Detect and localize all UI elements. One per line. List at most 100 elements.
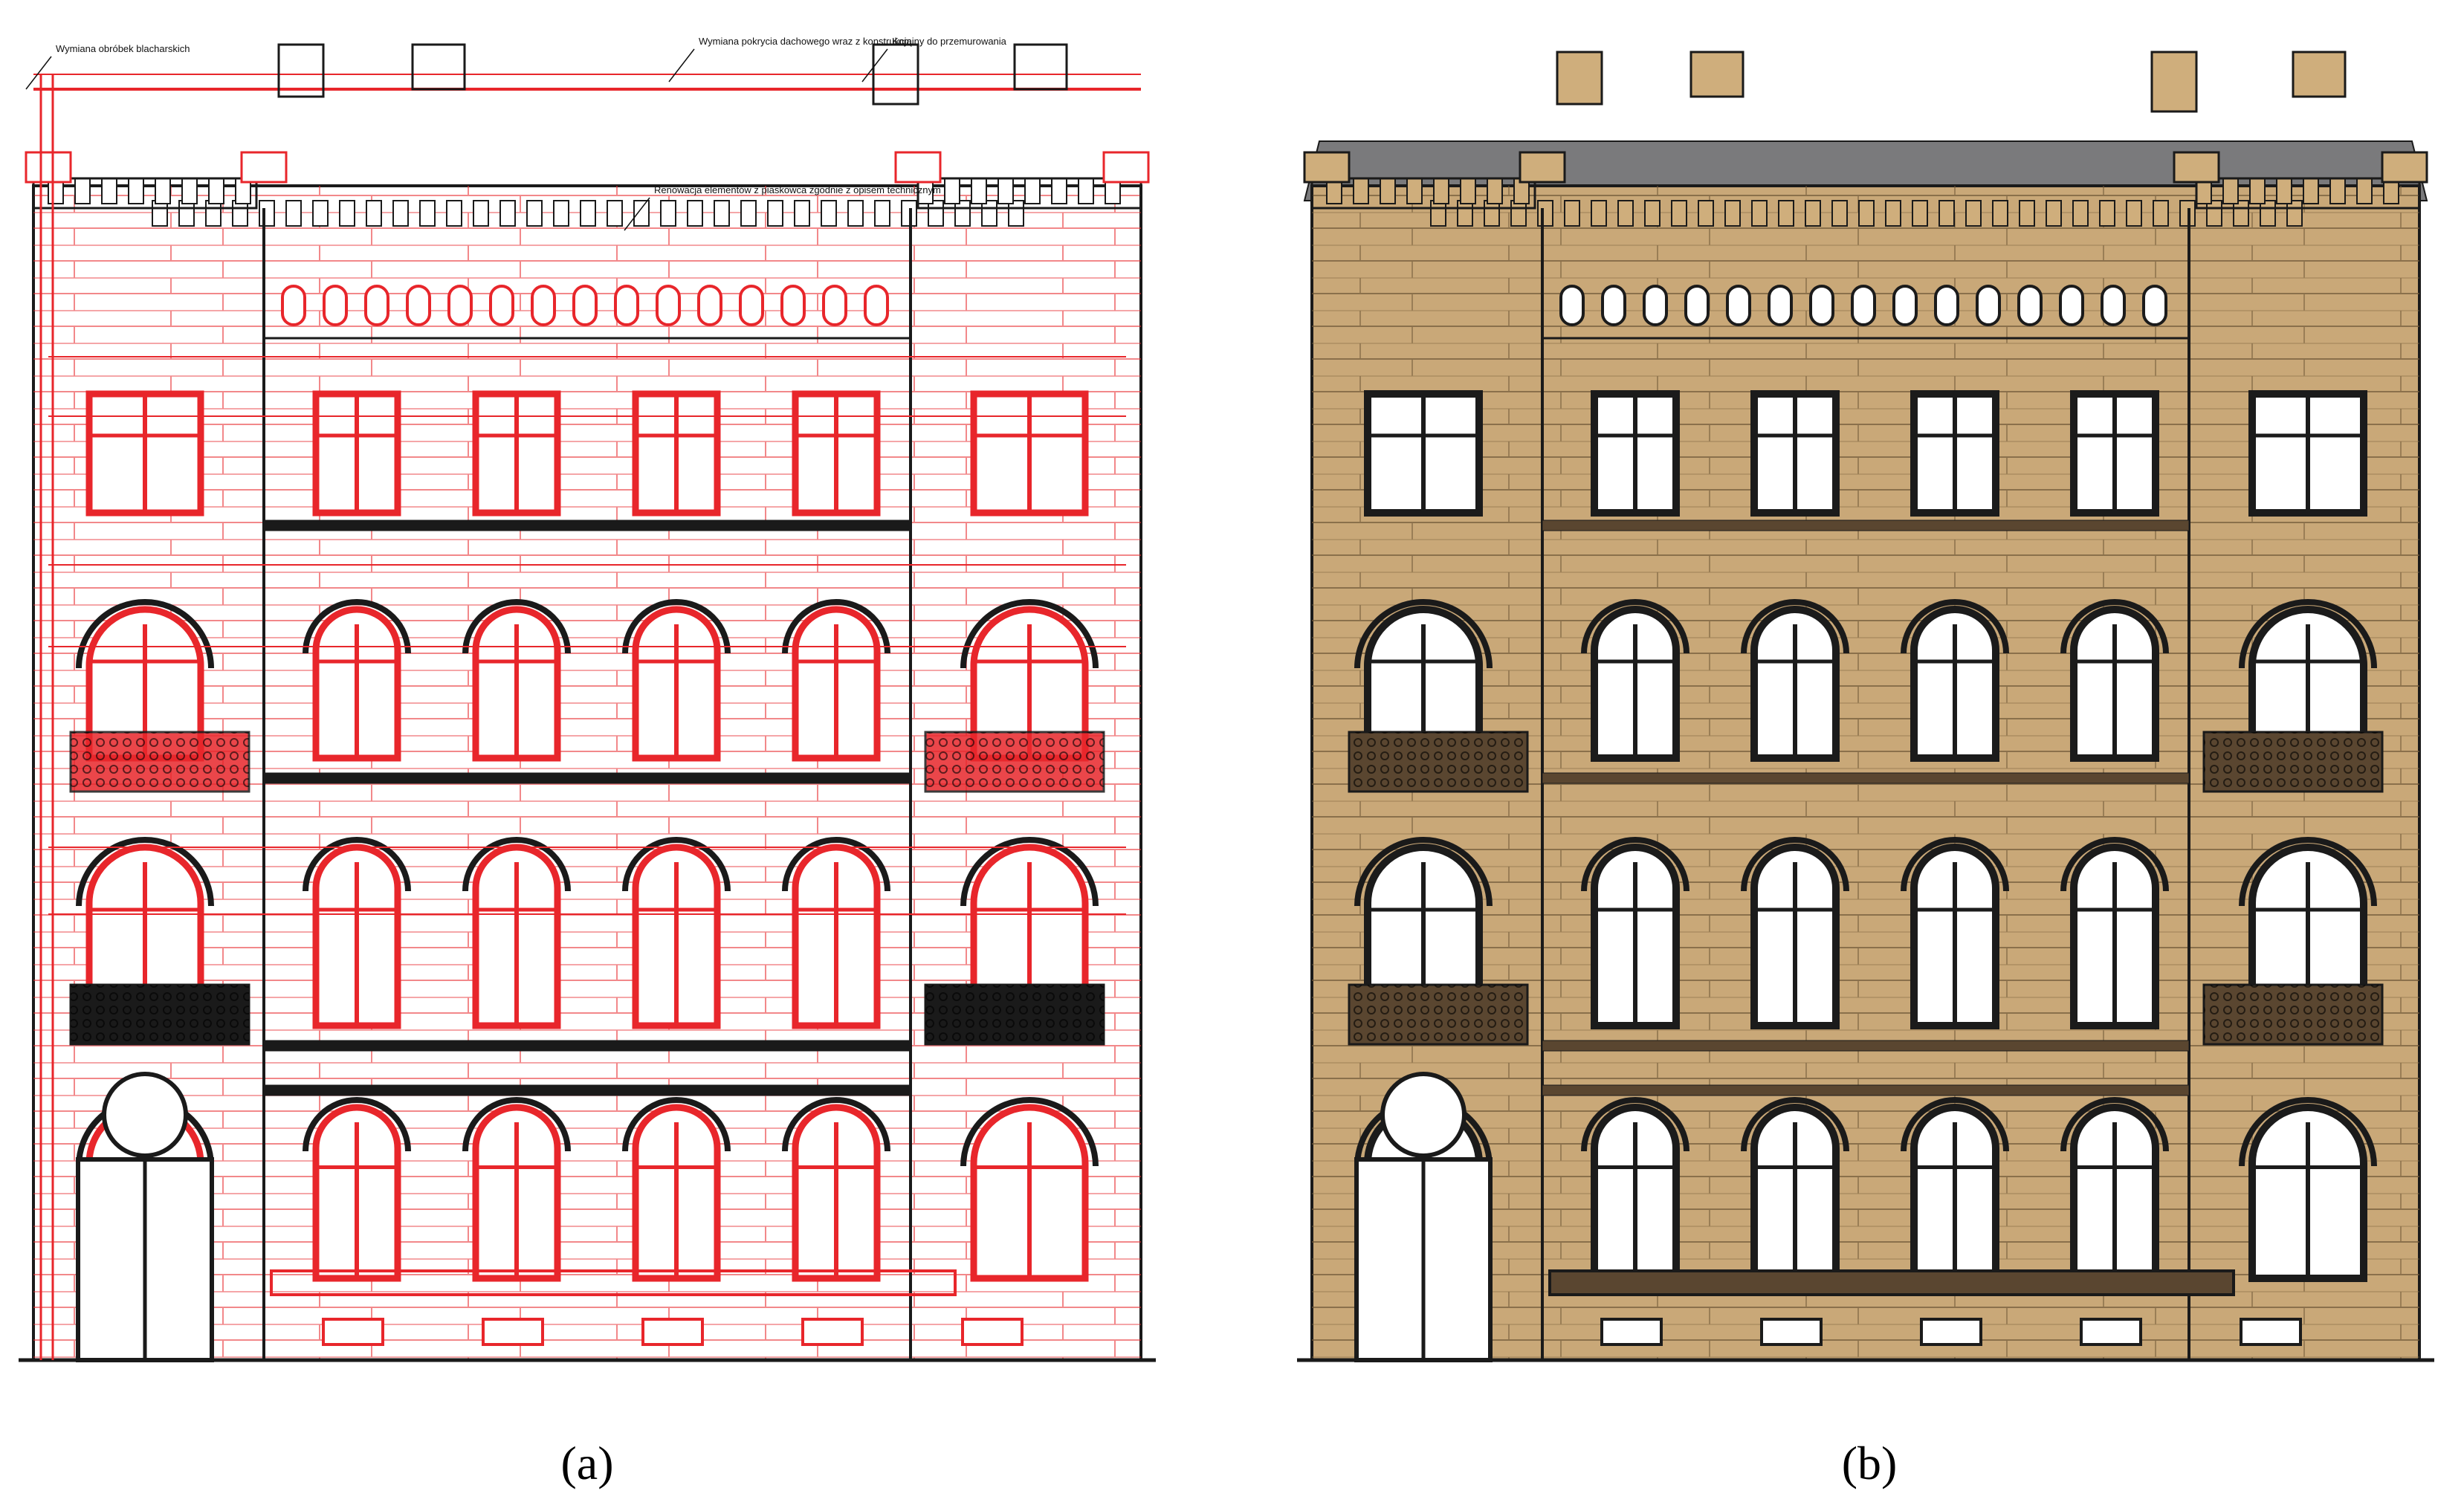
window-f3-c4-hood — [782, 837, 890, 892]
merlon — [2260, 200, 2276, 227]
merlon — [2286, 200, 2303, 227]
merlon — [259, 200, 275, 227]
merlon — [1992, 200, 2008, 227]
merlon — [526, 200, 543, 227]
merlon — [1805, 200, 1821, 227]
merlon-right — [997, 178, 1014, 204]
window-f4-c4-hood — [782, 1097, 890, 1152]
basement-window-2 — [1760, 1318, 1823, 1346]
attic-window — [531, 285, 556, 326]
merlon — [1617, 200, 1634, 227]
merlon — [1885, 200, 1901, 227]
tower-top-2 — [916, 177, 1142, 210]
merlon-right — [2249, 178, 2266, 204]
attic-window — [1559, 285, 1585, 326]
merlon — [419, 200, 436, 227]
merlon-right — [1024, 178, 1041, 204]
merlon — [339, 200, 355, 227]
merlon-left — [101, 178, 117, 204]
basement-window-2 — [482, 1318, 544, 1346]
merlon-right — [1051, 178, 1067, 204]
window-f2-right-hood — [2239, 599, 2377, 669]
attic-window — [614, 285, 639, 326]
window-f2-c3-hood — [1901, 599, 2009, 654]
merlon — [1724, 200, 1741, 227]
merlon-right — [2276, 178, 2292, 204]
balcony-rail-2 — [925, 732, 1104, 792]
chimney-2 — [411, 43, 466, 91]
cornice-4 — [263, 1084, 911, 1096]
merlon — [366, 200, 382, 227]
merlon — [1644, 200, 1661, 227]
attic-window — [2059, 285, 2084, 326]
window-f3-c2-hood — [1741, 837, 1849, 892]
tower-top-1 — [1310, 177, 1536, 210]
merlon-left — [74, 178, 91, 204]
merlon — [633, 200, 650, 227]
window-f3-c3-hood — [622, 837, 731, 892]
chimney-4 — [1013, 43, 1068, 91]
basement-window-5 — [2240, 1318, 2302, 1346]
basement-window-4 — [2080, 1318, 2142, 1346]
window-f2-left-hood — [76, 599, 214, 669]
merlon — [821, 200, 837, 227]
cornice-3 — [1542, 1040, 2190, 1052]
attic-window — [780, 285, 806, 326]
merlon — [2153, 200, 2169, 227]
window-f2-left-hood — [1354, 599, 1493, 669]
merlon — [446, 200, 462, 227]
cornice-4 — [1542, 1084, 2190, 1096]
merlon-left — [1353, 178, 1369, 204]
merlon-left — [128, 178, 144, 204]
window-f3-left-hood — [1354, 837, 1493, 907]
merlon — [2206, 200, 2222, 227]
window-f4-c2-hood — [462, 1097, 571, 1152]
cornice-1 — [263, 520, 911, 531]
merlon — [954, 200, 971, 227]
merlon — [1591, 200, 1607, 227]
merlon — [687, 200, 703, 227]
chimney-3 — [872, 43, 919, 106]
balcony-rail-3 — [71, 985, 249, 1044]
merlon — [1510, 200, 1527, 227]
balcony-rail-4 — [925, 985, 1104, 1044]
attic-window — [1892, 285, 1918, 326]
window-f3-c1-hood — [1581, 837, 1689, 892]
balcony-rail-1 — [71, 732, 249, 792]
merlon — [794, 200, 810, 227]
merlon — [928, 200, 944, 227]
attic-window — [2017, 285, 2043, 326]
balcony-rail-1 — [1349, 732, 1527, 792]
merlon — [499, 200, 516, 227]
attic-window — [1601, 285, 1626, 326]
balcony-rail-4 — [2204, 985, 2382, 1044]
merlon — [1965, 200, 1982, 227]
merlon — [178, 200, 195, 227]
basement-window-1 — [1600, 1318, 1663, 1346]
window-f4-c2-hood — [1741, 1097, 1849, 1152]
caption-b: (b) — [1842, 1437, 1898, 1489]
merlon — [232, 200, 248, 227]
attic-window — [406, 285, 431, 326]
panel-a-drawing — [19, 43, 1156, 1362]
merlon-left — [1487, 178, 1503, 204]
merlon — [714, 200, 730, 227]
merlon-right — [2329, 178, 2346, 204]
merlon-right — [2222, 178, 2239, 204]
merlon — [1484, 200, 1500, 227]
basement-window-4 — [801, 1318, 864, 1346]
chimney-3 — [2150, 51, 2198, 113]
balcony-rail-2 — [2204, 732, 2382, 792]
attic-window — [447, 285, 473, 326]
annotation-2: Wymiana pokrycia dachowego wraz z konstr… — [699, 36, 912, 47]
merlon — [1778, 200, 1794, 227]
merlon-right — [944, 178, 960, 204]
attic-window — [2142, 285, 2167, 326]
basement-window-1 — [322, 1318, 384, 1346]
window-f2-c4-hood — [2060, 599, 2169, 654]
window-f4-c1-hood — [303, 1097, 411, 1152]
attic-window — [489, 285, 514, 326]
window-f2-c1-hood — [1581, 599, 1689, 654]
attic-window — [1934, 285, 1959, 326]
